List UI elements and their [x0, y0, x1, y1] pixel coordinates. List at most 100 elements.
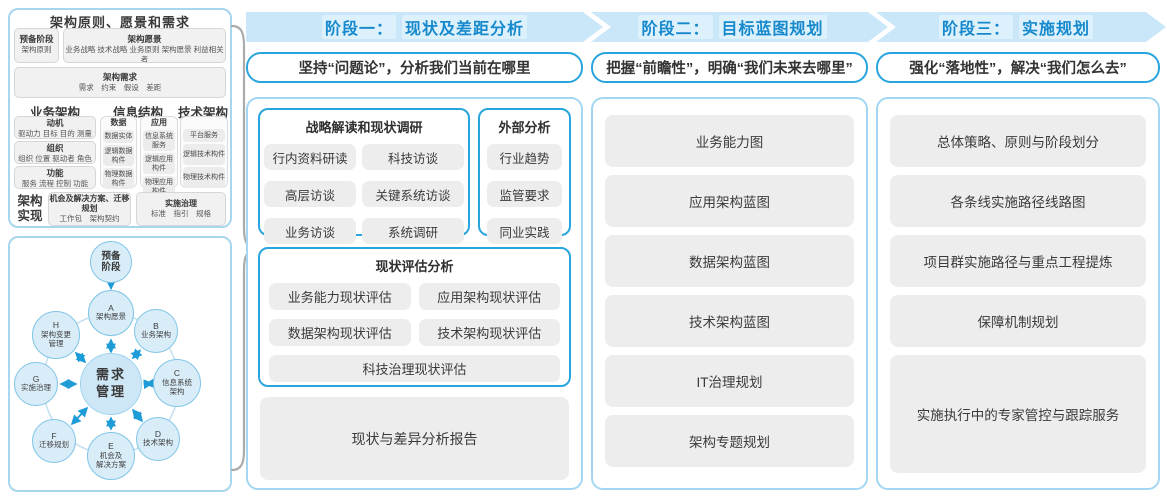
implementation-item: 项目群实施路径与重点工程提炼 — [890, 235, 1146, 287]
logical-data-item: 逻辑数据构件 — [103, 145, 134, 166]
gap-report-box: 现状与差异分析报告 — [260, 397, 569, 480]
adm-node-e: E 机会及 解决方案 — [87, 432, 135, 480]
adm-prep-label: 预备 阶段 — [101, 250, 121, 273]
adm-node-h-letter: H — [52, 320, 60, 331]
blueprint-item: 应用架构蓝图 — [605, 175, 854, 227]
function-items: 服务 流程 控制 功能 — [21, 179, 89, 188]
organization-box: 组织 组织 位置 驱动者 角色 — [14, 141, 96, 164]
arch-realization-line1: 架构 — [17, 194, 43, 208]
assessment-title: 现状评估分析 — [375, 259, 454, 274]
assessment-item: 技术架构现状评估 — [418, 319, 560, 346]
application-column-title: 应用 — [151, 118, 167, 127]
assessment-item: 数据架构现状评估 — [269, 319, 411, 346]
impl-governance-items: 标准 指引 规格 — [151, 209, 211, 218]
blueprint-item: 业务能力图 — [605, 115, 854, 167]
technology-column: 平台服务 逻辑技术构件 物理技术构件 — [180, 116, 228, 188]
strategy-item: 科技访谈 — [362, 144, 464, 170]
impl-governance-box: 实施治理 标准 指引 规格 — [136, 192, 226, 226]
organization-title: 组织 — [46, 143, 64, 153]
adm-node-a-label: 架构愿景 — [96, 312, 126, 322]
motivation-items: 驱动力 目标 目的 测量 — [18, 129, 92, 138]
arch-realization-label: 架构 实现 — [14, 194, 46, 224]
phase-2-header-prefix: 阶段二： — [638, 15, 712, 39]
strategy-item: 系统调研 — [362, 218, 464, 244]
opportunity-migration-box: 机会及解决方案、迁移规划 工作包 架构契约 — [48, 192, 131, 226]
adm-node-d-label: 技术架构 — [143, 438, 173, 448]
blueprint-item: IT治理规划 — [605, 355, 854, 407]
strategy-research-box: 战略解读和现状调研 行内资料研读 科技访谈 高层访谈 关键系统访谈 业务访谈 系… — [258, 108, 470, 244]
blueprint-item: 数据架构蓝图 — [605, 235, 854, 287]
phase-2-subtitle: 把握“前瞻性”，明确“我们未来去哪里” — [591, 52, 868, 83]
adm-node-g-letter: G — [32, 373, 40, 384]
phase-2-panel: 业务能力图 应用架构蓝图 数据架构蓝图 技术架构蓝图 IT治理规划 架构专题规划 — [591, 97, 868, 490]
phase-2-band: 阶段二： 目标蓝图规划 — [591, 12, 888, 42]
data-column: 数据 数据实体 逻辑数据构件 物理数据构件 — [100, 116, 137, 189]
adm-node-d: D 技术架构 — [136, 417, 180, 461]
phase-1-header-prefix: 阶段一： — [322, 15, 396, 39]
adm-node-a-letter: A — [108, 302, 114, 313]
adm-cycle-panel: 预备 阶段 A 架构愿景 B 业务架构 C 信息系统 架构 D 技术架构 E 机… — [8, 236, 232, 492]
phase-3-header-title: 实施规划 — [1019, 15, 1093, 39]
phase-2-header-title: 目标蓝图规划 — [719, 15, 827, 39]
adm-node-g-label: 实施治理 — [21, 383, 51, 393]
logical-app-item: 逻辑应用构件 — [143, 153, 175, 174]
arch-realization-line2: 实现 — [17, 209, 43, 223]
organization-items: 组织 位置 驱动者 角色 — [18, 154, 92, 163]
adm-node-g: G 实施治理 — [14, 362, 58, 406]
adm-node-h: H 架构变更 管理 — [32, 311, 80, 359]
arch-requirements-items: 需求 约束 假设 差距 — [78, 83, 162, 92]
arch-requirements-title: 架构需求 — [102, 72, 137, 82]
physical-app-item: 物理应用构件 — [143, 176, 175, 197]
implementation-item: 保障机制规划 — [890, 295, 1146, 347]
adm-node-f-letter: F — [51, 430, 57, 441]
adm-node-d-letter: D — [154, 428, 162, 439]
adm-node-c-label: 信息系统 架构 — [162, 377, 192, 396]
phase-1-subtitle: 坚持“问题论”，分析我们当前在哪里 — [246, 52, 583, 83]
arch-vision-box: 架构愿景 业务战略 技术战略 业务原则 架构愿景 利益相关者 — [63, 28, 226, 63]
external-item: 行业趋势 — [487, 144, 562, 170]
blueprint-item: 技术架构蓝图 — [605, 295, 854, 347]
opportunity-migration-items: 工作包 架构契约 — [59, 214, 120, 223]
data-column-title: 数据 — [110, 118, 127, 127]
implementation-item: 总体策略、原则与阶段划分 — [890, 115, 1146, 167]
implementation-item: 各条线实施路径线路图 — [890, 175, 1146, 227]
assessment-item: 业务能力现状评估 — [269, 283, 411, 310]
data-entity-item: 数据实体 — [103, 130, 134, 143]
arrow-center-c — [143, 378, 155, 390]
physical-tech-item: 物理技术构件 — [183, 167, 225, 188]
phase-3-panel: 总体策略、原则与阶段划分 各条线实施路径线路图 项目群实施路径与重点工程提炼 保… — [876, 97, 1160, 490]
assessment-item: 应用架构现状评估 — [418, 283, 560, 310]
strategy-item: 业务访谈 — [264, 218, 356, 244]
phase-3-band: 阶段三： 实施规划 — [876, 12, 1166, 42]
external-analysis-title: 外部分析 — [498, 120, 551, 135]
arch-vision-title: 架构愿景 — [127, 34, 162, 44]
adm-center-circle: 需求 管理 — [80, 353, 142, 415]
arrow-center-f — [70, 406, 89, 426]
arch-vision-items: 业务战略 技术战略 业务原则 架构愿景 利益相关者 — [65, 45, 224, 63]
strategy-item: 关键系统访谈 — [362, 181, 464, 207]
arrow-center-d — [131, 408, 144, 423]
arrow-center-h — [74, 351, 87, 364]
adm-node-a: A 架构愿景 — [88, 290, 134, 336]
strategy-item: 高层访谈 — [264, 181, 356, 207]
external-item: 监管要求 — [487, 181, 562, 207]
external-analysis-box: 外部分析 行业趋势 监管要求 同业实践 — [478, 108, 571, 244]
implementation-item: 实施执行中的专家管控与跟踪服务 — [890, 355, 1146, 473]
arch-requirements-box: 架构需求 需求 约束 假设 差距 — [14, 67, 226, 98]
motivation-box: 动机 驱动力 目标 目的 测量 — [14, 116, 96, 139]
assessment-item: 科技治理现状评估 — [269, 355, 560, 382]
function-title: 功能 — [46, 168, 64, 178]
strategy-research-title: 战略解读和现状调研 — [305, 120, 423, 135]
application-column: 应用 信息系统服务 逻辑应用构件 物理应用构件 — [140, 116, 178, 197]
function-box: 功能 服务 流程 控制 功能 — [14, 166, 96, 189]
phase-1-header-title: 现状及差距分析 — [402, 15, 527, 39]
adm-node-f: F 迁移规划 — [32, 419, 76, 463]
adm-node-h-label: 架构变更 管理 — [41, 329, 71, 348]
arrow-center-b — [130, 348, 143, 361]
panel-title: 架构原则、愿景和需求 — [49, 15, 190, 30]
strategy-item: 行内资料研读 — [264, 144, 356, 170]
opportunity-migration-title: 机会及解决方案、迁移规划 — [49, 194, 130, 213]
prep-phase-label: 预备阶段 — [19, 34, 54, 44]
impl-governance-title: 实施治理 — [165, 199, 197, 208]
